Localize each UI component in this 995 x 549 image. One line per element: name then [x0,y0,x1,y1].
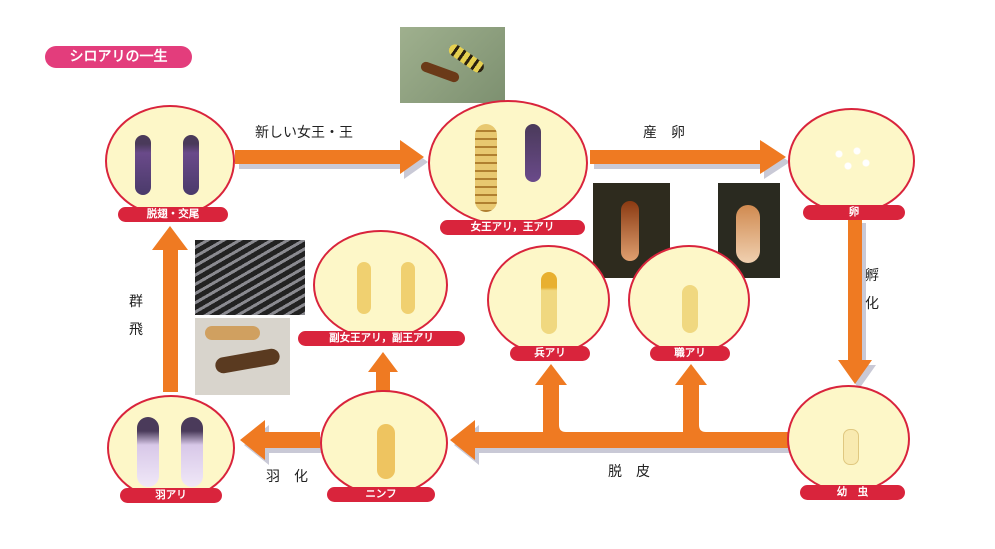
arrow-to-worker [675,364,707,432]
label-molting: 脱 皮 [608,464,650,480]
swarm-photo [195,240,305,315]
stage-soldier-circle [487,245,610,355]
nymph-icon [377,424,395,479]
label-hatching-2: 化 [865,296,879,312]
stage-label-egg: 卵 [803,205,905,220]
alate-photo [195,318,290,395]
stage-label-larva: 幼 虫 [800,485,905,500]
stage-label-dealation: 脱翅・交尾 [118,207,228,222]
stage-larva-circle [787,385,910,493]
arrow-to-soldier [535,364,567,432]
arrow-emergence [240,420,320,460]
label-swarming: 群 飛 [128,288,144,344]
termite-icon [357,262,371,314]
stage-label-queen-king: 女王アリ，王アリ [440,220,585,235]
label-hatching: 孵 化 [864,262,880,318]
stage-label-alate: 羽アリ [120,488,222,503]
stage-secondary-circle [313,230,448,340]
label-swarming-1: 群 [129,294,143,310]
arrow-egg-laying [590,140,786,174]
label-hatching-1: 孵 [865,268,879,284]
arrow-hatching [838,218,872,384]
termite-icon [183,135,199,195]
label-swarming-2: 飛 [129,322,143,338]
stage-worker-circle [628,245,750,355]
label-emergence: 羽 化 [266,469,308,485]
stage-dealation-circle [105,105,235,217]
king-icon [525,124,541,182]
alate-icon [137,417,159,487]
soldier-icon [541,272,557,334]
arrows [152,140,872,460]
stage-label-soldier: 兵アリ [510,346,590,361]
stage-egg-circle [788,108,915,214]
queen-icon [475,124,497,212]
label-egg-laying: 産 卵 [643,125,685,141]
larva-icon [843,429,859,465]
page-title: シロアリの一生 [45,46,192,68]
termite-icon [135,135,151,195]
label-new-queen-king: 新しい女王・王 [255,125,353,141]
arrow-molting [450,420,790,460]
arrow-swarming [152,226,188,392]
arrow-to-secondary [368,352,398,392]
termite-icon [401,262,415,314]
stage-label-secondary: 副女王アリ，副王アリ [298,331,465,346]
alate-icon [181,417,203,487]
stage-queen-king-circle [428,100,588,226]
worker-icon [682,285,698,333]
queen-king-photo [400,27,505,103]
arrow-new-queen [235,140,424,174]
stage-label-worker: 職アリ [650,346,730,361]
eggs-icon [830,145,875,175]
stage-nymph-circle [320,390,448,496]
stage-label-nymph: ニンフ [327,487,435,502]
stage-alate-circle [107,395,235,501]
